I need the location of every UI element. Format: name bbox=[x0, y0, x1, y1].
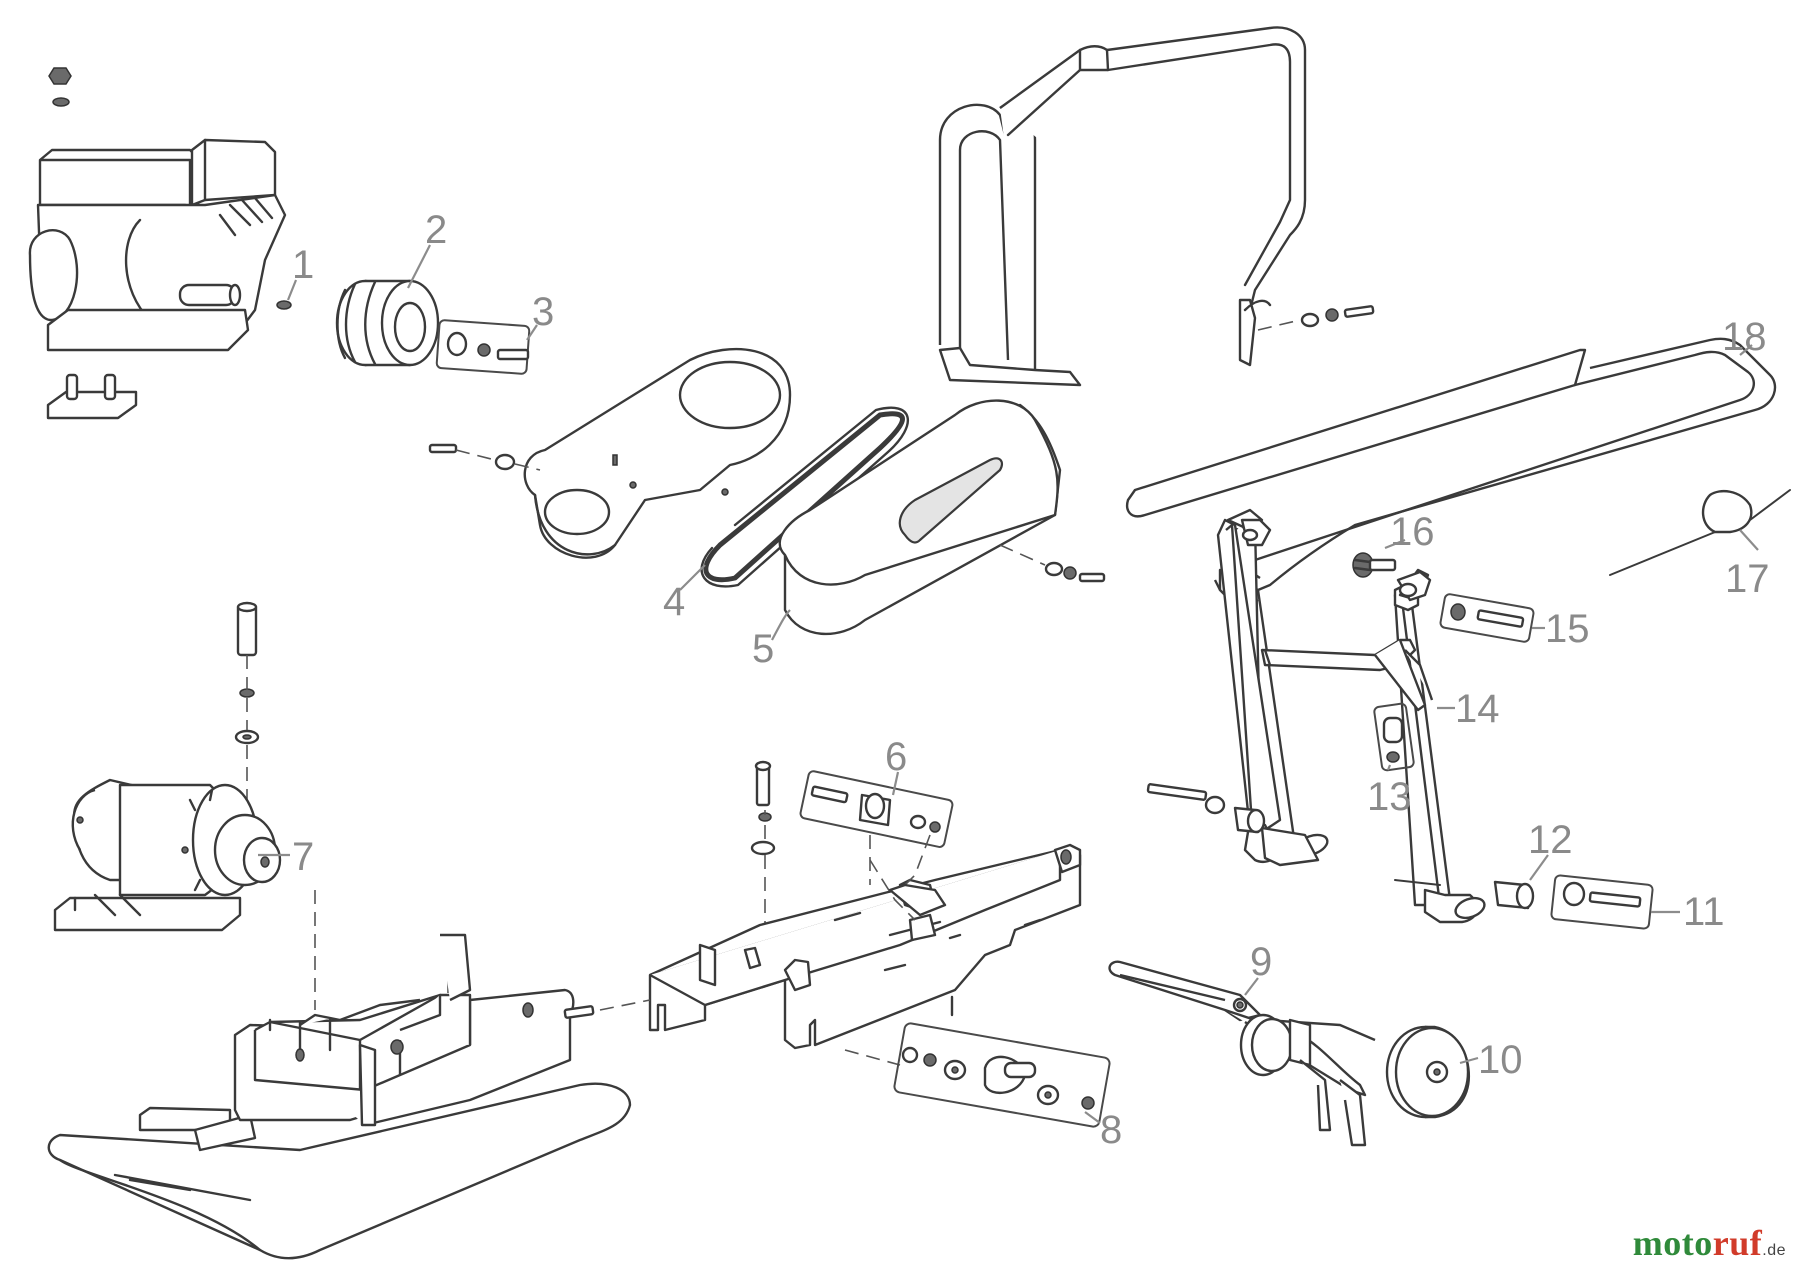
part-label-8: 8 bbox=[1100, 1108, 1122, 1152]
handle-assembly bbox=[1126, 337, 1777, 924]
guard-frame bbox=[938, 26, 1307, 387]
part-label-1: 1 bbox=[292, 243, 314, 287]
part-label-16: 16 bbox=[1390, 510, 1435, 554]
bolt-set-15 bbox=[1439, 593, 1535, 643]
part-label-18: 18 bbox=[1722, 315, 1767, 359]
throttle-lever-17 bbox=[1609, 489, 1791, 576]
spacer-set-13 bbox=[1373, 702, 1415, 772]
brand-logo-suffix: .de bbox=[1762, 1242, 1786, 1259]
pivot-bushing-12 bbox=[1394, 879, 1535, 910]
part-label-2: 2 bbox=[425, 208, 447, 252]
brand-logo: motoruf.de bbox=[1633, 1222, 1786, 1264]
belt-guard-plate bbox=[523, 347, 792, 559]
guard-fasteners bbox=[1257, 305, 1375, 331]
part-label-12: 12 bbox=[1528, 818, 1573, 862]
clutch-pulley bbox=[335, 279, 440, 367]
base-plate bbox=[47, 890, 632, 1260]
part-label-4: 4 bbox=[663, 580, 685, 624]
exciter-unit bbox=[53, 601, 282, 932]
brand-logo-part2: ruf bbox=[1712, 1223, 1763, 1263]
part-label-13: 13 bbox=[1367, 775, 1412, 819]
part-number-labels: 1 2 3 4 5 6 7 8 9 10 11 12 13 14 15 16 1… bbox=[292, 208, 1770, 1152]
transport-wheel-kit bbox=[1108, 960, 1471, 1147]
part-label-6: 6 bbox=[885, 735, 907, 779]
cover-fasteners bbox=[999, 544, 1106, 583]
v-belt bbox=[700, 406, 910, 588]
part-label-7: 7 bbox=[292, 835, 314, 879]
part-label-3: 3 bbox=[532, 290, 554, 334]
brand-logo-part1: moto bbox=[1632, 1223, 1713, 1263]
washer-1 bbox=[276, 300, 292, 310]
clamp-knob-16 bbox=[1352, 552, 1397, 578]
rubber-mount-set-8 bbox=[893, 1022, 1111, 1128]
mount-bolt-set-6 bbox=[799, 770, 954, 917]
part-label-14: 14 bbox=[1455, 687, 1500, 731]
part-label-9: 9 bbox=[1250, 940, 1272, 984]
engine bbox=[28, 67, 287, 420]
part-label-11: 11 bbox=[1683, 890, 1725, 934]
part-label-15: 15 bbox=[1545, 607, 1590, 651]
engine-mount-frame bbox=[563, 760, 1082, 1066]
belt-cover bbox=[778, 399, 1062, 636]
part-label-5: 5 bbox=[752, 627, 774, 671]
plate-bolt bbox=[428, 443, 541, 471]
part-label-17: 17 bbox=[1725, 557, 1770, 601]
part-label-10: 10 bbox=[1478, 1038, 1523, 1082]
pivot-bolt bbox=[1146, 783, 1266, 834]
pivot-bolt-set-11 bbox=[1550, 874, 1654, 930]
fastener-set-3 bbox=[435, 319, 531, 375]
leader-lines bbox=[258, 244, 1759, 1124]
